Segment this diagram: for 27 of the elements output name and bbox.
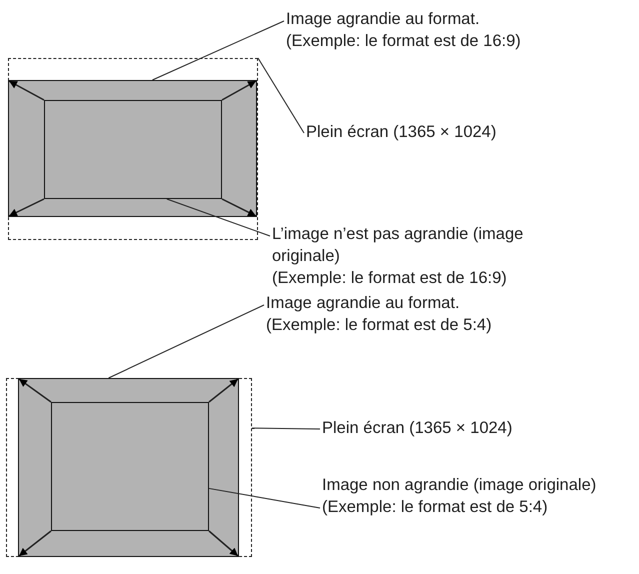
original-image-area bbox=[44, 100, 222, 199]
enlarged-image-area bbox=[8, 80, 257, 217]
callout-text: (Exemple: le format est de 16:9) bbox=[272, 268, 508, 289]
full-screen-outline bbox=[8, 58, 258, 240]
arrow bbox=[222, 80, 256, 101]
callout-text: L’image n’est pas agrandie (image originale) bbox=[272, 224, 524, 267]
leader-line bbox=[208, 488, 320, 508]
callout-text: Image non agrandie (image originale) bbox=[322, 475, 598, 496]
arrow bbox=[208, 378, 238, 403]
original-image-area bbox=[51, 402, 209, 531]
arrow bbox=[8, 80, 44, 101]
callout-text: (Exemple: le format est de 5:4) bbox=[266, 315, 493, 336]
arrow bbox=[208, 530, 238, 557]
callout-text: (Exemple: le format est de 5:4) bbox=[322, 497, 549, 518]
callout-text: Plein écran (1365 × 1024) bbox=[322, 418, 514, 439]
leader-line bbox=[258, 58, 304, 134]
arrow bbox=[8, 198, 44, 217]
leader-line bbox=[152, 20, 284, 80]
callout-text: Image agrandie au format. bbox=[286, 9, 481, 30]
arrow bbox=[18, 530, 52, 557]
arrow bbox=[222, 198, 256, 217]
arrow bbox=[18, 378, 52, 403]
callout-text: (Exemple: le format est de 16:9) bbox=[286, 31, 522, 52]
leader-line bbox=[108, 304, 264, 378]
callout-text: Image agrandie au format. bbox=[266, 293, 461, 314]
callout-text: Plein écran (1365 × 1024) bbox=[306, 122, 498, 143]
leader-line bbox=[252, 428, 320, 430]
